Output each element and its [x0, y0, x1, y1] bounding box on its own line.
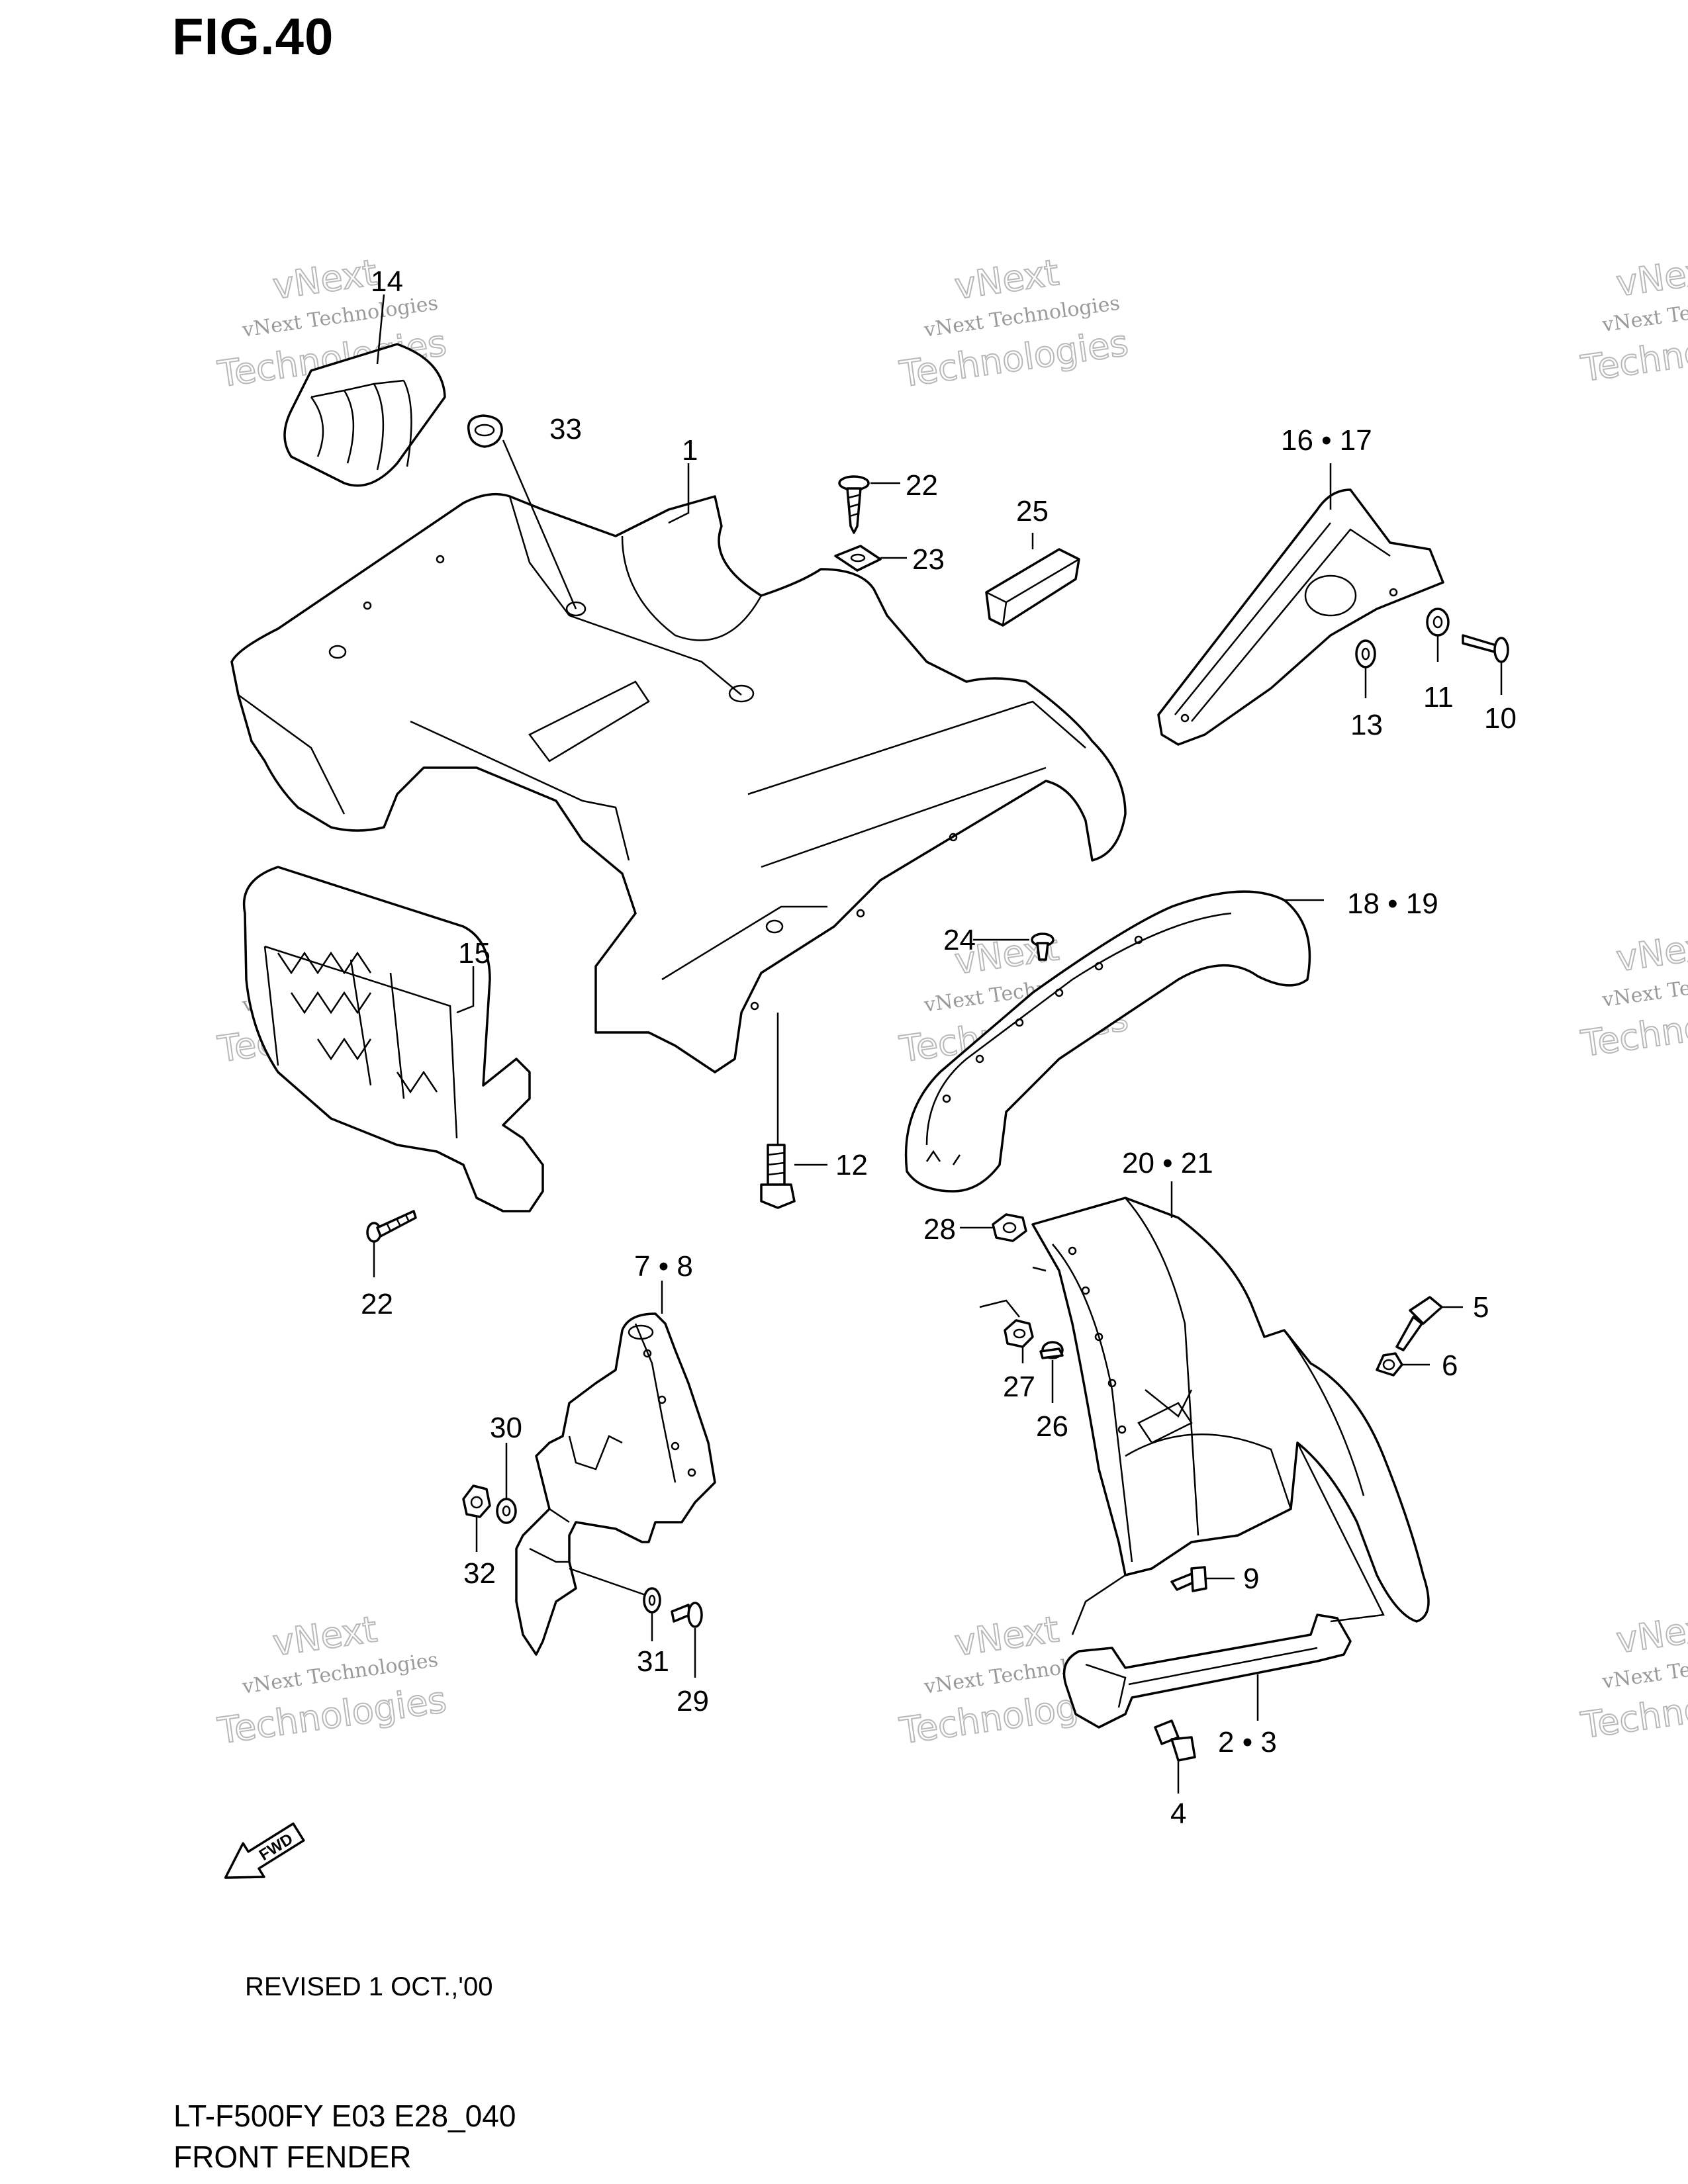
part-10-screw[interactable]	[1462, 634, 1509, 663]
watermark-text: vNext	[270, 251, 379, 307]
callout-30: 30	[490, 1412, 522, 1444]
part-20-21-inner-fender[interactable]	[1031, 1197, 1430, 1623]
callout-32: 32	[463, 1557, 496, 1590]
fwd-arrow-icon: FWD	[224, 1822, 305, 1879]
callout-15: 15	[458, 937, 491, 970]
callout-4: 4	[1170, 1797, 1186, 1830]
revision-note: REVISED 1 OCT.,'00	[245, 1972, 493, 2001]
part-16-17-bracket[interactable]	[1157, 488, 1444, 746]
callout-13: 13	[1350, 709, 1383, 741]
callout-28: 28	[923, 1213, 956, 1246]
part-18-19-mud-flap[interactable]	[904, 890, 1311, 1193]
part-9-bolt[interactable]	[1170, 1566, 1207, 1592]
part-28-flange-nut[interactable]	[992, 1213, 1027, 1242]
watermark-top-center: vNext vNext Technologies Technologies	[896, 251, 1131, 396]
callout-5: 5	[1473, 1291, 1489, 1324]
part-30-washer[interactable]	[496, 1498, 517, 1524]
part-6-nut[interactable]	[1376, 1352, 1403, 1377]
callout-25: 25	[1016, 495, 1049, 527]
callout-18-19: 18 • 19	[1347, 887, 1438, 920]
part-14-mat[interactable]	[283, 343, 446, 487]
callout-29: 29	[677, 1685, 709, 1717]
callout-10: 10	[1484, 702, 1517, 735]
diagram-part-name: FRONT FENDER	[173, 2140, 412, 2174]
callout-27: 27	[1003, 1371, 1035, 1403]
callout-12: 12	[835, 1149, 868, 1181]
part-26-bolt[interactable]	[1039, 1341, 1064, 1359]
callout-33: 33	[549, 413, 582, 445]
callout-31: 31	[637, 1645, 669, 1678]
watermark-text: vNext	[1614, 1606, 1688, 1661]
callout-20-21: 20 • 21	[1122, 1147, 1213, 1179]
part-24-push-rivet[interactable]	[1031, 933, 1055, 961]
callout-22-top: 22	[906, 469, 938, 502]
watermark-top-right: vNext vNext Technologies Technologies	[1577, 248, 1688, 390]
part-25-pad[interactable]	[985, 548, 1080, 627]
watermark-text: vNext	[270, 1608, 379, 1664]
callout-14: 14	[371, 265, 403, 298]
part-23-clip-nut[interactable]	[834, 545, 882, 572]
part-2-3-stay[interactable]	[1062, 1614, 1352, 1729]
watermark-text: vNext	[952, 1608, 1061, 1664]
watermark-mid-right: vNext vNext Technologies Technologies	[1577, 923, 1688, 1066]
part-13-washer[interactable]	[1355, 639, 1376, 668]
callout-24: 24	[943, 924, 976, 956]
callout-2-3: 2 • 3	[1218, 1726, 1277, 1758]
watermark-text: vNext	[1614, 249, 1688, 304]
watermark-low-left: vNext vNext Technologies Technologies	[214, 1608, 449, 1752]
watermark-text: vNext	[1614, 924, 1688, 979]
callout-6: 6	[1442, 1349, 1458, 1382]
part-1-front-fender[interactable]	[230, 492, 1127, 1073]
part-12-bolt[interactable]	[760, 1144, 796, 1209]
part-7-8-inner-cover[interactable]	[515, 1312, 716, 1656]
callout-22-bottom: 22	[361, 1288, 393, 1320]
callout-26: 26	[1036, 1410, 1068, 1443]
part-22-screw-bottom[interactable]	[366, 1210, 417, 1243]
part-33-grommet[interactable]	[467, 414, 503, 448]
callout-labels: 1 2 • 3 4 5 6 7 • 8 9 10 11 12 13 14 15 …	[361, 265, 1517, 1830]
callout-9: 9	[1243, 1563, 1259, 1595]
part-29-screw[interactable]	[671, 1602, 703, 1628]
part-31-washer[interactable]	[643, 1587, 661, 1614]
model-code: LT-F500FY E03 E28_040	[173, 2099, 516, 2133]
part-27-nut[interactable]	[1004, 1319, 1034, 1348]
watermark-low-right: vNext vNext Technologies Technologies	[1577, 1605, 1688, 1747]
callout-23: 23	[912, 543, 945, 576]
part-32-nut[interactable]	[462, 1484, 491, 1518]
part-5-bolt[interactable]	[1395, 1296, 1443, 1351]
callout-11: 11	[1423, 681, 1454, 713]
part-15-grille[interactable]	[242, 866, 544, 1212]
callout-1: 1	[682, 434, 698, 467]
callout-7-8: 7 • 8	[634, 1250, 693, 1283]
leader-lines	[373, 294, 1503, 1794]
figure-title: FIG.40	[172, 7, 334, 66]
part-22-screw-top[interactable]	[838, 475, 870, 534]
callout-16-17: 16 • 17	[1281, 424, 1372, 457]
part-4-bolt[interactable]	[1154, 1719, 1196, 1762]
watermark-text: vNext	[952, 251, 1061, 307]
part-11-washer[interactable]	[1426, 608, 1450, 637]
